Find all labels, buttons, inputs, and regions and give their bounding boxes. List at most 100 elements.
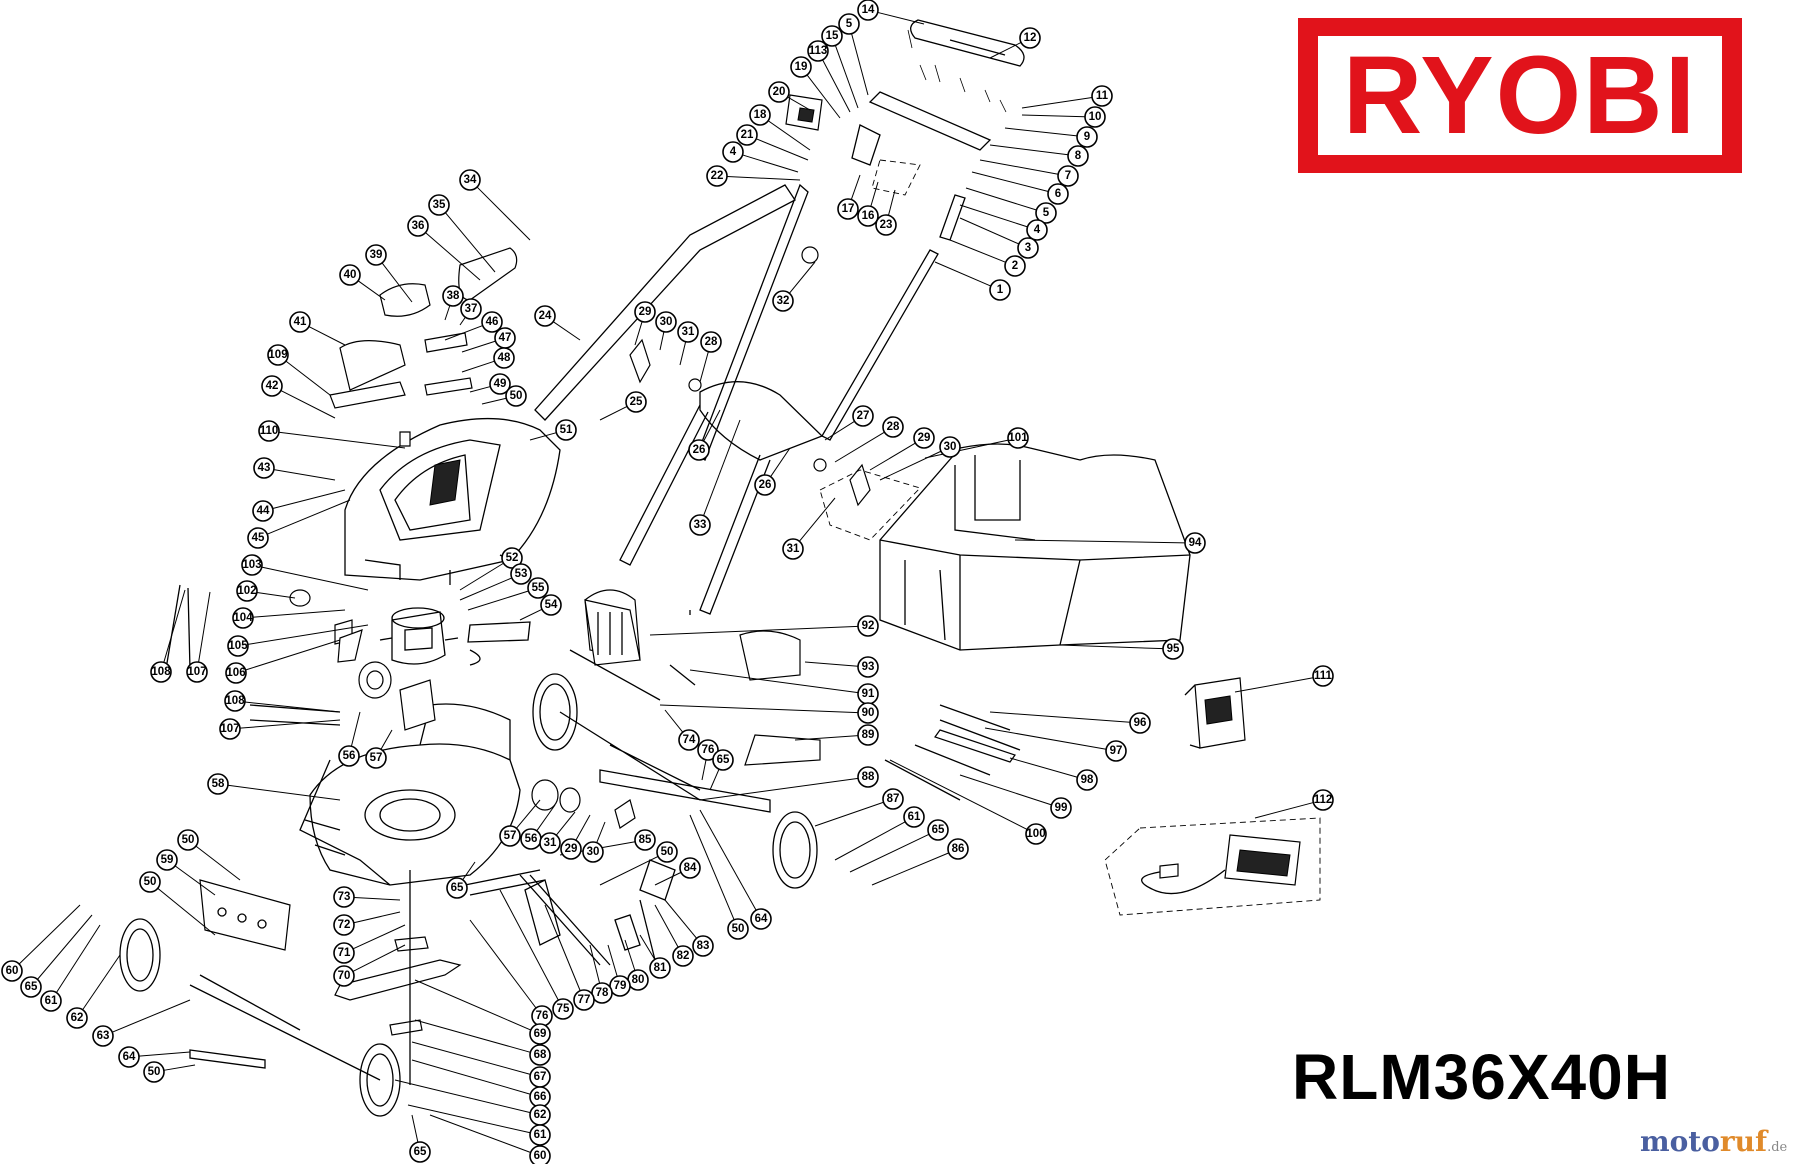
- callout-number: 99: [1055, 802, 1068, 814]
- callout-6: 6: [1047, 183, 1069, 205]
- callout-circle: [1057, 165, 1079, 187]
- callout-number: 86: [952, 843, 965, 855]
- leader-line-11: [1021, 96, 1093, 109]
- callout-number: 105: [228, 640, 248, 652]
- callout-44: 44: [252, 500, 274, 522]
- callout-46: 46: [481, 311, 503, 333]
- callout-number: 11: [1096, 90, 1109, 102]
- callout-98: 98: [1076, 769, 1098, 791]
- callout-circle: [750, 908, 772, 930]
- callout-108: 108: [224, 690, 246, 712]
- callout-number: 113: [809, 45, 828, 57]
- leader-line-83: [664, 899, 698, 939]
- callout-43: 43: [253, 457, 275, 479]
- callout-50: 50: [727, 918, 749, 940]
- callout-100: 100: [1025, 823, 1047, 845]
- leader-line-95: [1059, 644, 1164, 650]
- callout-89: 89: [857, 724, 879, 746]
- callout-8: 8: [1067, 145, 1089, 167]
- callout-102: 102: [236, 580, 258, 602]
- leader-line-56: [536, 804, 556, 832]
- callout-number: 92: [862, 620, 875, 632]
- callout-83: 83: [692, 935, 714, 957]
- callout-circle: [407, 215, 429, 237]
- callout-58: 58: [207, 773, 229, 795]
- callout-circle: [857, 205, 879, 227]
- handle-clamps: [629, 246, 871, 507]
- callout-number: 62: [71, 1012, 84, 1024]
- callout-circle: [227, 635, 249, 657]
- leader-line-1: [934, 261, 992, 287]
- callout-30: 30: [939, 436, 961, 458]
- leader-line-48: [461, 360, 495, 373]
- callout-circle: [939, 436, 961, 458]
- leader-line-82: [654, 904, 679, 948]
- callout-4: 4: [1026, 219, 1048, 241]
- callout-number: 103: [242, 559, 261, 571]
- leader-line-42: [280, 390, 336, 419]
- callout-number: 106: [226, 667, 245, 679]
- leader-line-113: [822, 59, 851, 113]
- callout-number: 95: [1167, 643, 1180, 655]
- callout-65: 65: [927, 819, 949, 841]
- callout-circle: [493, 347, 515, 369]
- callout-number: 38: [447, 290, 460, 302]
- callout-circle: [689, 514, 711, 536]
- callout-number: 60: [534, 1150, 547, 1162]
- callout-circle: [1047, 183, 1069, 205]
- callout-number: 26: [693, 444, 706, 456]
- leader-line-20: [787, 96, 811, 111]
- leader-line-107: [198, 591, 211, 663]
- leader-line-47: [461, 340, 496, 353]
- rods: [569, 649, 1021, 801]
- leader-line-90: [659, 704, 859, 714]
- callout-circle: [749, 104, 771, 126]
- callout-circle: [1184, 532, 1206, 554]
- callout-107: 107: [219, 718, 241, 740]
- leader-line-21: [756, 138, 809, 161]
- callout-circle: [156, 849, 178, 871]
- callout-circle: [207, 773, 229, 795]
- callout-number: 61: [45, 995, 58, 1007]
- callout-circle: [1312, 665, 1334, 687]
- callout-number: 61: [908, 811, 921, 823]
- leader-line-81: [639, 934, 656, 960]
- callout-number: 6: [1055, 188, 1061, 200]
- callout-circle: [790, 56, 812, 78]
- callout-number: 108: [151, 666, 171, 678]
- callout-56: 56: [338, 745, 360, 767]
- callout-number: 40: [344, 269, 357, 281]
- callout-number: 50: [732, 923, 745, 935]
- leader-line-52: [459, 562, 504, 591]
- leader-line-76: [701, 759, 707, 781]
- callout-number: 36: [412, 220, 425, 232]
- callout-15: 15: [821, 25, 843, 47]
- callout-number: 77: [578, 994, 591, 1006]
- leader-line-100: [889, 759, 1028, 830]
- callout-2: 2: [1004, 255, 1026, 277]
- callout-number: 16: [862, 210, 875, 222]
- callout-circle: [219, 718, 241, 740]
- callout-57: 57: [365, 747, 387, 769]
- leader-line-62: [394, 1079, 531, 1114]
- callout-circle: [655, 311, 677, 333]
- leader-line-9: [1004, 127, 1078, 137]
- charger-112: [1104, 817, 1321, 916]
- callout-circle: [529, 1145, 551, 1164]
- deck-components: [358, 661, 636, 829]
- callout-circle: [857, 0, 879, 21]
- callout-number: 52: [506, 552, 519, 564]
- leader-line-34: [476, 186, 531, 241]
- leader-line-30: [596, 821, 606, 843]
- callout-circle: [40, 990, 62, 1012]
- blade-assembly: [334, 870, 462, 1085]
- leader-line-4: [959, 204, 1028, 228]
- leader-line-50: [689, 814, 735, 920]
- callout-16: 16: [857, 205, 879, 227]
- leader-line-91: [689, 669, 859, 694]
- callout-number: 90: [862, 707, 875, 719]
- callout-circle: [333, 965, 355, 987]
- callout-circle: [882, 788, 904, 810]
